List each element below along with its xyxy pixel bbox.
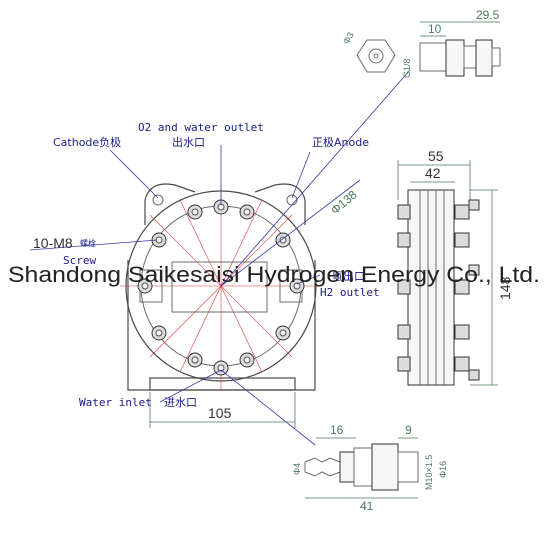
side-bolt-head xyxy=(397,279,411,295)
bolt-ring xyxy=(137,199,305,376)
leader-h2 xyxy=(296,274,321,285)
fitting-nut2 xyxy=(475,39,493,77)
dim-m10-text: M10×1.5 xyxy=(424,455,434,490)
bolt-hole xyxy=(155,329,163,337)
dim-width: 105 xyxy=(149,392,296,428)
side-fitting xyxy=(468,264,480,276)
side-bolt-head xyxy=(397,204,411,220)
side-bolt-head xyxy=(397,324,411,340)
bolt-hole xyxy=(191,208,199,216)
label-h2-outlet-cn: 氢出口 xyxy=(332,269,365,283)
front-view xyxy=(120,183,322,391)
bolt-hole xyxy=(279,329,287,337)
bolt-hole xyxy=(279,236,287,244)
bolt-hole xyxy=(243,208,251,216)
dim-9-text: 9 xyxy=(405,423,412,437)
bolt-hole xyxy=(217,364,225,372)
dim-10-text: 10 xyxy=(428,22,442,36)
side-bolt-head xyxy=(397,232,411,248)
fitting-body xyxy=(463,45,477,69)
leader-anode xyxy=(291,151,311,199)
label-screw: Screw xyxy=(63,254,96,267)
label-anode: 正极Anode xyxy=(312,135,369,149)
top-fitting: 29.5 10 Φ3 G1/8 xyxy=(341,8,501,78)
dim-29-5-text: 29.5 xyxy=(476,8,500,22)
label-o2-outlet: O2 and water outlet xyxy=(138,121,264,134)
side-bolt-head xyxy=(397,356,411,372)
leader-bolt xyxy=(29,239,158,251)
side-fitting xyxy=(468,199,480,211)
anode-terminal xyxy=(286,194,298,206)
bottom-fitting-hex xyxy=(353,447,373,487)
cathode-terminal xyxy=(152,194,164,206)
side-nut xyxy=(454,204,470,220)
bottom-fitting-thread xyxy=(397,451,419,483)
side-fitting xyxy=(468,369,480,381)
inner-rect xyxy=(171,261,268,313)
bolt-hole xyxy=(293,282,301,290)
dim-d4-text: Φ4 xyxy=(292,463,302,475)
fitting-thread xyxy=(419,42,447,72)
label-o2-outlet-cn: 出水口 xyxy=(172,135,205,149)
hex-nut-center xyxy=(373,53,379,59)
label-bolt-spec: 10-M8 xyxy=(33,235,73,251)
hex-nut-hole xyxy=(368,48,384,64)
bottom-fitting-nut xyxy=(339,451,355,483)
bottom-fitting-body xyxy=(371,443,399,491)
left-ear xyxy=(144,183,196,225)
watermark-text: Shandong Saikesaisi Hydrogen Energy Co.,… xyxy=(8,262,540,287)
fitting-nut xyxy=(445,39,465,77)
label-water-inlet-cn: 进水口 xyxy=(164,396,197,409)
leader-lines xyxy=(29,69,411,446)
dim-g18-text: G1/8 xyxy=(402,58,412,78)
dim-105-text: 105 xyxy=(208,405,232,421)
dim-55-text: 55 xyxy=(428,148,444,164)
side-nut xyxy=(454,356,470,372)
dim-16-text: 16 xyxy=(330,423,344,437)
label-bolt-spec-cn: 螺栓 xyxy=(80,238,96,248)
dim-d3-text: Φ3 xyxy=(341,30,356,46)
bottom-fitting: 16 9 41 Φ4 M10×1.5 Φ16 xyxy=(292,423,448,513)
dim-d16-text: Φ16 xyxy=(438,461,448,478)
leader-bottom-fitting xyxy=(220,369,316,446)
bolt-hole xyxy=(141,282,149,290)
side-nut xyxy=(454,324,470,340)
base-plate xyxy=(149,377,296,391)
leader-cathode xyxy=(109,149,159,199)
leader-diameter xyxy=(220,179,361,287)
side-view: 55 42 148 xyxy=(397,148,513,386)
right-ear xyxy=(254,183,306,225)
label-h2-outlet: H2 outlet xyxy=(320,286,380,299)
side-body xyxy=(407,189,455,386)
side-nut xyxy=(454,232,470,248)
leader-water-inlet xyxy=(159,369,222,403)
bolt-hole xyxy=(191,356,199,364)
side-bolts xyxy=(397,199,480,381)
barb-hose xyxy=(304,457,341,477)
leader-top-fitting xyxy=(220,69,411,287)
side-nut xyxy=(454,279,470,295)
labels: Cathode负极 O2 and water outlet 出水口 正极Anod… xyxy=(33,121,380,409)
fitting-tail xyxy=(491,47,501,67)
label-water-inlet: Water inlet xyxy=(79,396,152,409)
bolt-hole xyxy=(243,356,251,364)
hex-nut-end xyxy=(356,39,396,73)
dim-41-text: 41 xyxy=(360,499,374,513)
label-cathode: Cathode负极 xyxy=(53,135,121,149)
dim-42-text: 42 xyxy=(425,165,441,181)
dim-148-text: 148 xyxy=(497,276,513,300)
